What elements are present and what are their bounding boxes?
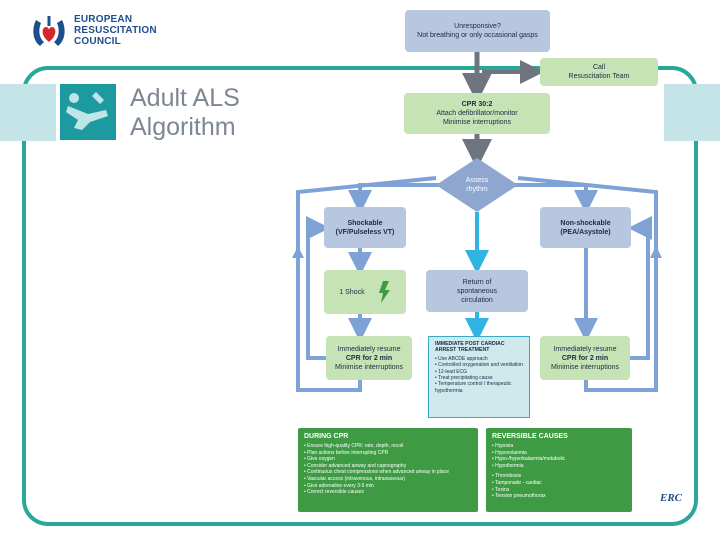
page-title: Adult ALS Algorithm xyxy=(130,84,240,142)
box-line: Return of xyxy=(462,278,492,286)
list-item: • Correct reversible causes xyxy=(304,489,364,496)
box-line: Assess xyxy=(465,177,489,184)
list-item: • Hypothermia xyxy=(492,462,524,469)
call-team-box: Call Resuscitation Team xyxy=(540,58,658,86)
box-line: Non-shockable xyxy=(560,219,611,227)
title-line: Adult ALS xyxy=(130,84,240,112)
box-line: Resuscitation Team xyxy=(568,73,630,80)
rosc-box: Return of spontaneous circulation xyxy=(426,270,528,312)
list-item: • Hypovolaemia xyxy=(492,449,527,456)
shock-box: 1 Shock xyxy=(324,270,406,314)
box-line: rhythm xyxy=(466,186,488,193)
box-line: Immediately resume xyxy=(553,345,617,353)
box-line: Not breathing or only occasional gasps xyxy=(417,32,538,39)
list-item: • Toxins xyxy=(492,486,510,493)
box-line: (PEA/Asystole) xyxy=(560,228,611,236)
list-item: • Hypo-/hyperkalaemia/metabolic xyxy=(492,456,566,463)
box-line: circulation xyxy=(461,296,493,304)
right-band xyxy=(664,84,720,141)
list-item: • 12-lead ECG xyxy=(435,368,468,375)
erc-mark: ERC xyxy=(660,492,683,504)
box-line: Minimise interruptions xyxy=(550,363,620,371)
post-arrest-box: IMMEDIATE POST CARDIAC ARREST TREATMENT … xyxy=(428,336,530,418)
list-item: • Give adrenaline every 3-5 min xyxy=(304,482,374,489)
box-line: CPR 30:2 xyxy=(461,101,493,108)
title-line: Algorithm xyxy=(130,113,236,141)
box-line: (VF/Pulseless VT) xyxy=(335,228,395,236)
post-arrest-heading: IMMEDIATE POST CARDIAC ARREST TREATMENT xyxy=(435,341,523,354)
lightning-bolt-icon xyxy=(378,281,390,303)
cpr-box: CPR 30:2 Attach defibrillator/monitor Mi… xyxy=(404,93,550,134)
shockable-box: Shockable (VF/Pulseless VT) xyxy=(324,207,406,248)
left-band xyxy=(0,84,56,141)
list-item: • Temperature control / therapeutic hypo… xyxy=(435,381,512,394)
list-item: • Ensure high-quality CPR: rate, depth, … xyxy=(304,443,404,449)
list-item: • Continuous chest compressions when adv… xyxy=(304,469,449,476)
box-line: Shockable xyxy=(347,219,383,227)
list-item: • Plan actions before interrupting CPR xyxy=(304,449,389,456)
logo-text: EUROPEAN RESUSCITATION COUNCIL xyxy=(74,14,157,47)
list-item: • Controlled oxygenation and ventilation xyxy=(435,362,523,369)
box-line: CPR for 2 min xyxy=(345,354,393,362)
resume-cpr-left-box: Immediately resume CPR for 2 min Minimis… xyxy=(326,336,412,380)
logo-line: RESUSCITATION xyxy=(74,25,157,36)
teal-figure-icon xyxy=(60,84,116,140)
logo-line: COUNCIL xyxy=(74,36,121,47)
box-line: Minimise interruptions xyxy=(334,363,404,371)
during-cpr-panel: DURING CPR • Ensure high-quality CPR: ra… xyxy=(298,428,478,512)
list-item: • Thrombosis xyxy=(492,473,522,480)
panel-heading: DURING CPR xyxy=(304,433,349,440)
list-item: • Hypoxia xyxy=(492,443,514,449)
list-item: • Vascular access (intravenous, intraoss… xyxy=(304,475,405,482)
list-item: • Consider advanced airway and capnograp… xyxy=(304,462,407,469)
box-line: Call xyxy=(592,64,606,71)
box-line: spontaneous xyxy=(456,287,498,295)
list-item: • Use ABCDE approach xyxy=(435,355,488,362)
non-shockable-box: Non-shockable (PEA/Asystole) xyxy=(540,207,631,248)
assess-rhythm-label: Assess rhythm xyxy=(446,170,508,200)
box-line: 1 Shock xyxy=(339,288,365,296)
heading-line: ARREST TREATMENT xyxy=(435,347,490,354)
panel-heading: REVERSIBLE CAUSES xyxy=(492,433,568,440)
box-line: Attach defibrillator/monitor xyxy=(436,110,518,117)
rounded-frame xyxy=(22,66,698,526)
assess-rhythm-diamond xyxy=(436,158,518,212)
list-item: • Give oxygen xyxy=(304,456,335,463)
logo-line: EUROPEAN xyxy=(74,14,133,25)
reversible-causes-panel: REVERSIBLE CAUSES • Hypoxia • Hypovolaem… xyxy=(486,428,632,512)
resume-cpr-right-box: Immediately resume CPR for 2 min Minimis… xyxy=(540,336,630,380)
heart-logo-icon xyxy=(30,12,68,52)
box-line: Immediately resume xyxy=(337,345,401,353)
heading-line: IMMEDIATE POST CARDIAC xyxy=(435,341,505,347)
list-item: • Treat precipitating cause xyxy=(435,375,493,382)
box-line: CPR for 2 min xyxy=(561,354,609,362)
box-line: Unresponsive? xyxy=(454,23,501,30)
list-item: • Tamponade - cardiac xyxy=(492,479,542,486)
list-item: • Tension pneumothorax xyxy=(492,493,546,500)
unresponsive-box: Unresponsive? Not breathing or only occa… xyxy=(405,10,550,52)
box-line: Minimise interruptions xyxy=(442,119,512,126)
